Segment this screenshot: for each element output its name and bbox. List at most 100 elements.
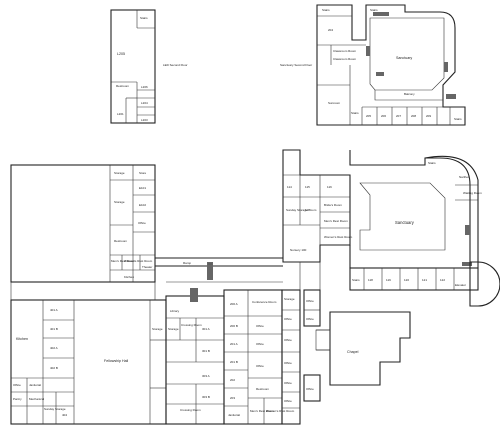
room-label: Mechanical	[29, 397, 45, 401]
site-connectors	[10, 262, 321, 300]
room-label: Restroom	[114, 239, 128, 243]
room-label: Sunroom	[328, 101, 341, 105]
room-label: Office	[306, 387, 314, 391]
sanctuary-second-floor: Stairs 204 Classroom Room Classroom Room…	[280, 4, 466, 126]
room-label: Office	[256, 342, 264, 346]
room-label: 120	[404, 278, 409, 282]
room-label: Office	[306, 317, 314, 321]
room-label: L205	[117, 52, 125, 56]
room-label: 203	[230, 396, 235, 400]
room-label: 115	[305, 185, 310, 189]
room-label: Storage	[168, 327, 179, 331]
ground-bottom-left: Kitchen 401 A 401 B 402 A 402 B Fellowsh…	[10, 299, 167, 425]
hallway-ramp: Ramp	[155, 257, 283, 280]
room-label: Stairs	[140, 16, 148, 20]
led-second-floor: Stairs L205 Restroom L206 L204 L201 L203…	[110, 9, 188, 124]
room-label: 303 B	[202, 395, 210, 399]
room-label: Sanctuary	[396, 56, 412, 60]
room-label: Storage	[284, 297, 295, 301]
room-label: Restroom	[256, 387, 270, 391]
room-label: 200 A	[230, 302, 238, 306]
room-label: Office	[284, 361, 292, 365]
room-label: Crossing Room	[180, 408, 201, 412]
room-label: Balcony	[404, 92, 415, 96]
room-label: L204	[141, 101, 148, 105]
floor-caption: Sanctuary Second Floor	[280, 63, 312, 67]
room-label: Stairs	[351, 111, 359, 115]
room-label: Stairs	[370, 8, 378, 12]
room-label: Office	[13, 383, 21, 387]
room-label: Women's Rest Room	[324, 235, 353, 239]
room-label: Storage	[114, 171, 125, 175]
room-label: Nursery 100	[290, 248, 307, 252]
room-label: 118	[368, 278, 373, 282]
room-label: Sunday Storage	[44, 407, 66, 411]
room-label: Waiting Room	[463, 191, 482, 195]
room-label: Office	[284, 399, 292, 403]
room-label: Kitchen	[124, 275, 134, 279]
room-label: Office	[306, 299, 314, 303]
room-label: Office	[284, 381, 292, 385]
room-label: 201 B	[230, 360, 238, 364]
room-label: Storage	[152, 327, 163, 331]
room-label: Sanctuary	[395, 220, 415, 225]
room-label: Sunday Storage Room	[286, 208, 317, 212]
ground-center-right: Storage Office Office Office Office Offi…	[281, 289, 301, 425]
room-label: 121	[422, 278, 427, 282]
room-label: Bride's Room	[324, 203, 342, 207]
room-label: 204	[328, 28, 333, 32]
room-label: Storage	[114, 200, 125, 204]
room-label: 202	[230, 378, 235, 382]
room-label: Elevator	[455, 283, 466, 287]
room-label: Stairs	[322, 8, 330, 12]
room-label: Men's Rest Room	[111, 259, 135, 263]
room-label: 402 B	[50, 366, 58, 370]
room-label: Janitorial	[228, 413, 240, 417]
room-label: Stairs	[428, 161, 436, 165]
room-label: 117	[305, 208, 310, 212]
ground-sanctuary-wing: 114 115 116 Sunday Storage Room 117 Brid…	[282, 149, 500, 307]
room-label: 114	[287, 185, 292, 189]
ground-left-wing: Storage Store Storage E101 E102 Office R…	[10, 164, 156, 283]
floor-caption: LED Second Floor	[163, 63, 188, 67]
room-label: Women's Rest Room	[124, 259, 153, 263]
room-label: 119	[386, 278, 391, 282]
ground-bottom-middle: Library Storage Crossing Room 301 A 301 …	[165, 288, 225, 425]
room-label: Office	[138, 221, 146, 225]
room-label: Men's Rest Room	[324, 219, 348, 223]
room-label: Office	[284, 338, 292, 342]
room-label: 116	[327, 185, 332, 189]
room-label: Chapel	[347, 350, 359, 354]
room-label: 205	[366, 114, 371, 118]
room-label: Office	[256, 364, 264, 368]
room-label: Men's Rest Room	[250, 409, 274, 413]
room-label: Theater	[142, 265, 152, 269]
room-label: Stairs	[352, 278, 360, 282]
room-label: Conference Room	[252, 300, 277, 304]
room-label: Narthex	[459, 175, 470, 179]
room-label: Stairs	[454, 117, 462, 121]
ground-chapel: Chapel	[315, 311, 411, 386]
room-label: Janitorial	[29, 383, 41, 387]
room-label: 207	[396, 114, 401, 118]
room-label: L206	[141, 85, 148, 89]
room-label: E102	[139, 203, 146, 207]
room-label: 401 A	[50, 308, 58, 312]
room-label: L201	[117, 112, 124, 116]
room-label: 208	[411, 114, 416, 118]
room-label: 303 A	[202, 374, 210, 378]
room-label: Ramp	[183, 261, 191, 265]
room-label: Fellowship Hall	[104, 359, 128, 363]
room-label: 402 A	[50, 346, 58, 350]
room-label: Pantry	[13, 397, 22, 401]
room-label: Store	[139, 171, 147, 175]
room-label: Kitchen	[16, 337, 28, 341]
room-label: 209	[426, 114, 431, 118]
room-label: Classroom Room	[333, 49, 357, 53]
room-label: 301 A	[202, 327, 210, 331]
room-label: 201 A	[230, 342, 238, 346]
room-label: Classroom Room	[333, 57, 357, 61]
room-label: 404	[62, 413, 67, 417]
room-label: 200 B	[230, 324, 238, 328]
